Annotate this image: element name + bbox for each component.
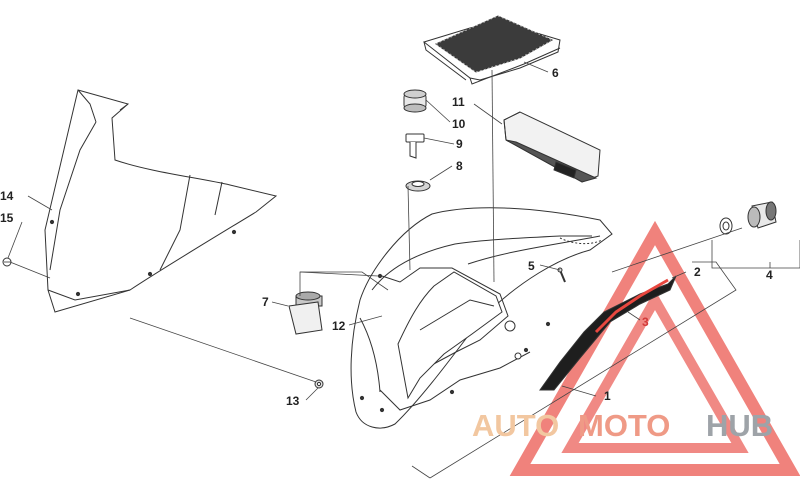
callout-8: 8 xyxy=(456,159,463,173)
callout-1: 1 xyxy=(604,389,611,403)
key-part xyxy=(405,133,425,159)
module-part xyxy=(503,111,601,183)
callout-15: 15 xyxy=(0,211,14,225)
callouts: 1 2 3 4 5 6 7 8 9 10 11 12 13 14 15 xyxy=(0,66,773,408)
callout-6: 6 xyxy=(552,66,559,80)
callout-7: 7 xyxy=(262,295,269,309)
callout-12: 12 xyxy=(332,319,346,333)
storage-tray-part xyxy=(422,15,561,85)
switch-part xyxy=(288,291,323,335)
watermark-hub: HUB xyxy=(706,408,773,443)
screw-part xyxy=(2,257,12,267)
callout-9: 9 xyxy=(456,137,463,151)
watermark-auto: AUTO xyxy=(472,408,559,443)
callout-11: 11 xyxy=(452,95,465,109)
callout-14: 14 xyxy=(0,189,14,203)
watermark-text: AUTO MOTO HUB xyxy=(472,408,773,443)
windshield-part xyxy=(44,89,278,313)
small-screw-part xyxy=(557,267,566,283)
decal-part xyxy=(539,275,677,391)
leader-lines xyxy=(7,61,800,479)
watermark-triangle xyxy=(509,220,800,476)
knob-assembly-part xyxy=(719,201,777,235)
callout-2: 2 xyxy=(694,265,701,279)
cap-part xyxy=(403,89,427,113)
callout-10: 10 xyxy=(452,117,466,131)
callout-13: 13 xyxy=(286,394,300,408)
nut-part xyxy=(314,379,324,389)
watermark-moto: MOTO xyxy=(578,408,670,443)
callout-5: 5 xyxy=(528,259,535,273)
washer-part xyxy=(405,180,431,192)
callout-3: 3 xyxy=(642,315,649,329)
callout-4: 4 xyxy=(766,268,773,282)
hood-part xyxy=(350,207,613,429)
